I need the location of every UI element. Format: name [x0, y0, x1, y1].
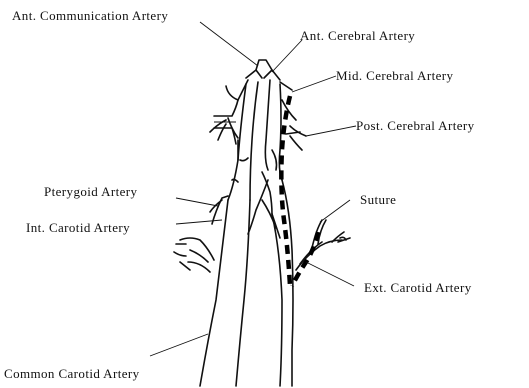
- leader-ant-communication: [200, 22, 258, 66]
- label-pterygoid-artery: Pterygoid Artery: [44, 184, 138, 199]
- left-internal-trunk: [210, 82, 258, 224]
- label-ant-cerebral-artery: Ant. Cerebral Artery: [300, 28, 415, 43]
- leader-mid-cerebral: [292, 76, 336, 92]
- leader-ant-cerebral: [272, 40, 302, 72]
- label-ext-carotid-artery: Ext. Carotid Artery: [364, 280, 472, 295]
- left-common-carotid-trunk: [174, 200, 250, 386]
- labels: Ant. Communication Artery Ant. Cerebral …: [4, 8, 475, 381]
- label-ant-communication-artery: Ant. Communication Artery: [12, 8, 168, 23]
- ant-communication-junction: [246, 60, 280, 80]
- leader-ext-carotid: [306, 262, 354, 286]
- leader-int-carotid: [176, 220, 222, 224]
- leader-post-cerebral: [306, 126, 356, 136]
- label-post-cerebral-artery: Post. Cerebral Artery: [356, 118, 475, 133]
- central-trunk: [248, 80, 282, 238]
- label-suture: Suture: [360, 192, 396, 207]
- label-int-carotid-artery: Int. Carotid Artery: [26, 220, 130, 235]
- label-mid-cerebral-artery: Mid. Cerebral Artery: [336, 68, 453, 83]
- leader-common-carotid: [150, 334, 208, 356]
- label-common-carotid-artery: Common Carotid Artery: [4, 366, 140, 381]
- leader-suture: [320, 200, 350, 222]
- suture-dashed-line: [281, 96, 290, 286]
- right-cerebral-branches: [272, 82, 306, 170]
- leader-pterygoid: [176, 198, 218, 206]
